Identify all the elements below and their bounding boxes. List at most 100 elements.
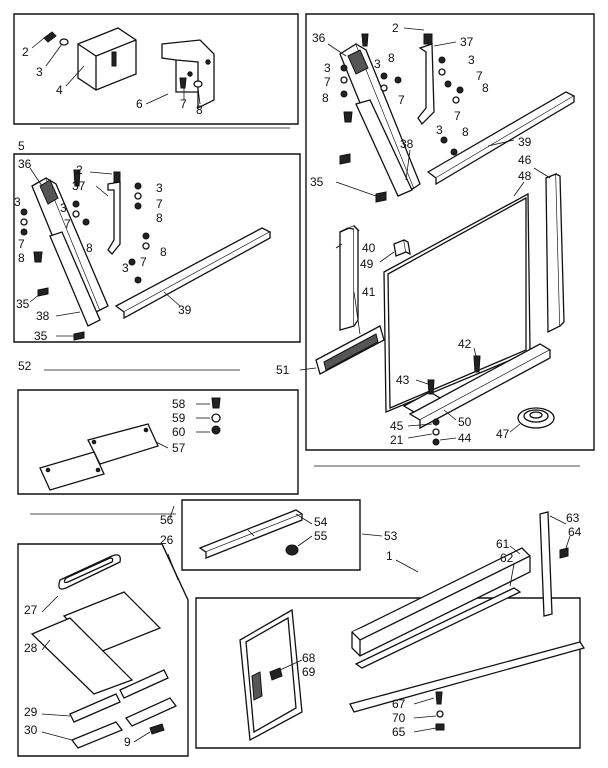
screws-35-bracket xyxy=(33,251,85,341)
callout-7-b: 7 xyxy=(156,197,163,211)
callout-53: 53 xyxy=(384,529,398,543)
callout-36: 36 xyxy=(18,157,32,171)
callout-3-c: 3 xyxy=(14,195,21,209)
foam-roll-47 xyxy=(517,407,555,429)
leader-1 xyxy=(395,559,419,573)
callout-60: 60 xyxy=(172,425,186,439)
leader-40 xyxy=(335,243,343,249)
callout-8-r4: 8 xyxy=(462,125,469,139)
leader-43 xyxy=(415,379,429,385)
callout-44: 44 xyxy=(458,431,472,445)
panel-hardware-kit xyxy=(17,389,299,495)
leader-44 xyxy=(439,437,457,441)
bottom-rail xyxy=(349,641,586,713)
callout-52: 52 xyxy=(18,359,32,373)
leader-48 xyxy=(513,181,525,197)
callout-49: 49 xyxy=(360,257,374,271)
leader-26 xyxy=(167,553,179,581)
callout-7-e: 7 xyxy=(140,255,147,269)
foam-strip-30 xyxy=(70,697,178,749)
leader-4 xyxy=(65,65,85,87)
leader-3a xyxy=(45,43,63,67)
callout-35-r: 35 xyxy=(310,175,324,189)
callout-3-d: 3 xyxy=(60,201,67,215)
leader-42 xyxy=(473,347,477,357)
panel-seal-kit xyxy=(17,543,189,757)
callout-62: 62 xyxy=(500,551,514,565)
cap-55 xyxy=(285,544,299,556)
callout-7-c: 7 xyxy=(18,237,25,251)
angle-strip-39-left xyxy=(114,227,272,320)
leader-21 xyxy=(407,433,433,439)
side-support-left-36 xyxy=(31,177,109,319)
callout-7: 7 xyxy=(180,97,187,111)
leader-63 xyxy=(549,515,567,525)
leader-49 xyxy=(379,251,395,263)
screw-68 xyxy=(269,667,283,681)
callout-8-r2: 8 xyxy=(388,51,395,65)
leader-27 xyxy=(41,595,59,613)
leader-37r xyxy=(433,41,457,47)
callout-63: 63 xyxy=(566,511,580,525)
top-rail-61 xyxy=(351,547,531,657)
callout-43: 43 xyxy=(396,373,410,387)
callout-46: 46 xyxy=(518,153,532,167)
washer-part-8-top xyxy=(193,80,203,88)
leader-36r xyxy=(327,43,347,57)
leader-51 xyxy=(299,367,317,371)
callout-48: 48 xyxy=(518,169,532,183)
leader-6 xyxy=(145,93,169,105)
leader-50 xyxy=(443,409,457,421)
callout-56: 56 xyxy=(160,513,174,527)
callout-2: 2 xyxy=(22,45,29,59)
leader-47 xyxy=(509,423,521,433)
leader-55 xyxy=(297,535,313,547)
u-bracket-37-left xyxy=(107,181,121,255)
callout-3-r1: 3 xyxy=(324,61,331,75)
leader-37b xyxy=(95,185,109,197)
callout-8-c: 8 xyxy=(18,251,25,265)
block-49 xyxy=(393,239,411,257)
callout-2-b: 2 xyxy=(76,163,83,177)
leader-35b xyxy=(29,293,41,303)
side-cover-part-4 xyxy=(77,27,137,91)
leader-38r xyxy=(405,149,411,181)
hardware-stack-right xyxy=(340,56,464,156)
panel-bracket-assembly xyxy=(13,153,301,343)
leader-2b xyxy=(89,171,113,175)
screw-part-2 xyxy=(43,31,57,43)
callout-61: 61 xyxy=(496,537,510,551)
callout-9: 9 xyxy=(124,735,131,749)
support-channel-38-left xyxy=(49,231,101,327)
leader-70 xyxy=(413,715,437,719)
callout-27: 27 xyxy=(24,603,38,617)
leader-45 xyxy=(407,423,433,427)
callout-8: 8 xyxy=(196,103,203,117)
callout-39-r: 39 xyxy=(518,135,532,149)
callout-42: 42 xyxy=(458,337,472,351)
leader-61 xyxy=(509,545,521,555)
callout-4: 4 xyxy=(56,83,63,97)
side-rail-63 xyxy=(539,511,553,617)
callout-58: 58 xyxy=(172,397,186,411)
rail-strip-62 xyxy=(354,587,522,669)
leader-39r xyxy=(487,139,515,147)
leader-62 xyxy=(509,563,515,587)
callout-35-b: 35 xyxy=(34,329,48,343)
leader-9 xyxy=(133,731,151,743)
hardware-45-21-44 xyxy=(432,418,440,446)
support-channel-38-right xyxy=(355,99,413,197)
callout-8-r1: 8 xyxy=(322,91,329,105)
callout-37: 37 xyxy=(72,179,86,193)
callout-55: 55 xyxy=(314,529,328,543)
hardware-67-70-65 xyxy=(435,691,445,731)
callout-6: 6 xyxy=(136,97,143,111)
leader-41 xyxy=(353,291,361,335)
callout-37-r: 37 xyxy=(460,35,474,49)
seal-loop-27 xyxy=(58,554,121,590)
sill-channel-50 xyxy=(402,343,552,430)
callout-5: 5 xyxy=(18,139,25,153)
leader-65 xyxy=(413,727,437,733)
screws-35-right xyxy=(339,33,387,203)
callout-3: 3 xyxy=(36,65,43,79)
